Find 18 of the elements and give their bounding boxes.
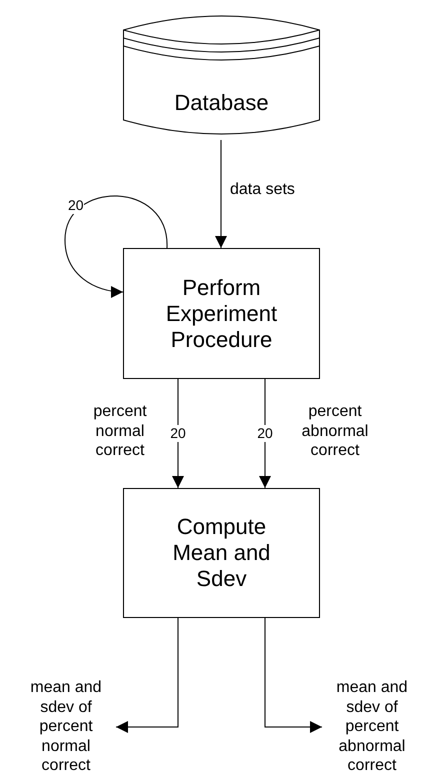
process-label: Perform Experiment Procedure xyxy=(164,274,278,352)
process-label: Compute Mean and Sdev xyxy=(172,514,272,592)
output-label: mean and sdev of percent abnormal correct xyxy=(335,678,409,776)
flow-label: percent normal correct xyxy=(92,402,148,460)
process-box xyxy=(123,248,320,379)
edge-label: 20 xyxy=(257,425,273,442)
database-label: Database xyxy=(174,90,269,116)
output-label: mean and sdev of percent normal correct xyxy=(29,678,103,776)
flow-label: percent abnormal correct xyxy=(300,402,370,460)
edge-label: 20 xyxy=(68,197,84,214)
arrow xyxy=(172,378,184,488)
arrow xyxy=(116,618,178,733)
process-box xyxy=(123,488,320,618)
edge-label: 20 xyxy=(170,425,186,442)
arrow xyxy=(64,196,168,298)
arrow xyxy=(259,378,271,488)
arrow xyxy=(215,140,227,248)
arrow xyxy=(264,618,322,733)
